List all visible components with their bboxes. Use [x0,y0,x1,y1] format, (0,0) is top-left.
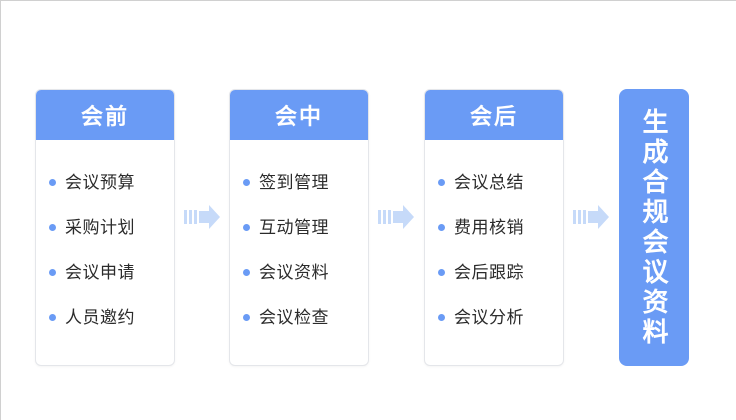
bullet-icon [438,314,445,321]
bullet-icon [49,179,56,186]
bullet-icon [438,224,445,231]
list-item[interactable]: 会议资料 [230,250,368,295]
list-item[interactable]: 签到管理 [230,160,368,205]
bullet-icon [438,269,445,276]
stage-2-item-list: 签到管理 互动管理 会议资料 会议检查 [230,140,368,340]
stage-card-2[interactable]: 会中 签到管理 互动管理 会议资料 会议检查 [229,89,369,366]
bullet-icon [243,314,250,321]
list-item[interactable]: 会议分析 [425,295,563,340]
list-item-label: 签到管理 [259,173,329,192]
result-panel-label: 生成合规会议资料 [639,107,669,348]
connector-arrow-2 [378,204,414,230]
result-panel[interactable]: 生成合规会议资料 [619,89,689,366]
list-item[interactable]: 人员邀约 [36,295,174,340]
stage-3-title: 会后 [469,104,518,129]
list-item-label: 会后跟踪 [454,263,524,282]
bullet-icon [243,269,250,276]
connector-arrow-1 [184,204,220,230]
stage-2-title: 会中 [274,104,323,129]
connector-arrow-3 [573,204,609,230]
list-item-label: 会议总结 [454,173,524,192]
stage-1-header: 会前 [36,90,174,140]
list-item-label: 会议资料 [259,263,329,282]
bullet-icon [49,314,56,321]
list-item[interactable]: 会后跟踪 [425,250,563,295]
list-item-label: 费用核销 [454,218,524,237]
list-item[interactable]: 费用核销 [425,205,563,250]
stage-1-title: 会前 [80,104,129,129]
list-item[interactable]: 互动管理 [230,205,368,250]
stage-2-header: 会中 [230,90,368,140]
stage-3-item-list: 会议总结 费用核销 会后跟踪 会议分析 [425,140,563,340]
stage-card-1[interactable]: 会前 会议预算 采购计划 会议申请 人员邀约 [35,89,175,366]
list-item[interactable]: 会议检查 [230,295,368,340]
list-item-label: 会议预算 [65,173,135,192]
bullet-icon [243,224,250,231]
list-item-label: 互动管理 [259,218,329,237]
list-item[interactable]: 采购计划 [36,205,174,250]
bullet-icon [49,224,56,231]
stage-1-item-list: 会议预算 采购计划 会议申请 人员邀约 [36,140,174,340]
list-item[interactable]: 会议预算 [36,160,174,205]
list-item[interactable]: 会议总结 [425,160,563,205]
arrow-right-icon [573,205,609,229]
bullet-icon [49,269,56,276]
list-item-label: 会议申请 [65,263,135,282]
list-item-label: 采购计划 [65,218,135,237]
list-item[interactable]: 会议申请 [36,250,174,295]
list-item-label: 会议检查 [259,308,329,327]
list-item-label: 会议分析 [454,308,524,327]
bullet-icon [438,179,445,186]
arrow-right-icon [184,205,220,229]
list-item-label: 人员邀约 [65,308,135,327]
stage-3-header: 会后 [425,90,563,140]
bullet-icon [243,179,250,186]
stage-card-3[interactable]: 会后 会议总结 费用核销 会后跟踪 会议分析 [424,89,564,366]
arrow-right-icon [378,205,414,229]
